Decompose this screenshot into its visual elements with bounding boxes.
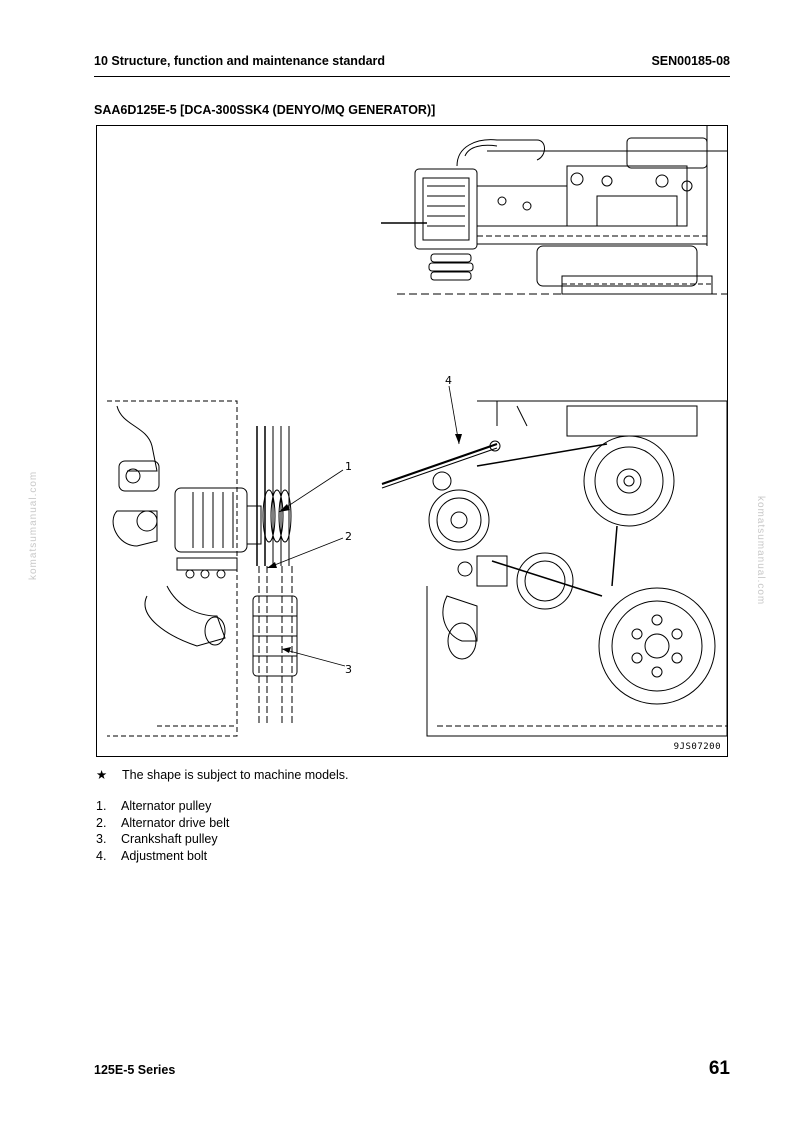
section-title: SAA6D125E-5 [DCA-300SSK4 (DENYO/MQ GENER… [94, 103, 436, 117]
watermark-right: komatsumanual.com [755, 496, 766, 606]
engine-figure: 1 2 3 4 9JS07200 [96, 125, 728, 757]
note: ★ The shape is subject to machine models. [96, 767, 349, 782]
list-item: 3. Crankshaft pulley [96, 831, 229, 848]
footer-series: 125E-5 Series [94, 1063, 176, 1077]
callout-2: 2 [345, 530, 352, 543]
top-view-drawing [381, 126, 727, 295]
callout-1: 1 [345, 460, 352, 473]
chapter-title: 10 Structure, function and maintenance s… [94, 54, 386, 68]
right-view-drawing [381, 400, 727, 737]
callout-4: 4 [445, 374, 452, 387]
figure-code: 9JS07200 [673, 742, 721, 752]
engine-drawing: 1 2 3 4 [107, 126, 727, 737]
callout-leaders [266, 385, 460, 667]
page-header: 10 Structure, function and maintenance s… [94, 54, 730, 77]
note-text: The shape is subject to machine models. [122, 768, 349, 782]
callout-arrowheads [267, 434, 462, 653]
callout-3: 3 [345, 663, 352, 676]
parts-list: 1. Alternator pulley 2. Alternator drive b… [96, 798, 229, 864]
item-number: 2. [96, 815, 107, 830]
left-view-drawing [107, 400, 298, 737]
item-label: Adjustment bolt [121, 848, 208, 863]
item-label: Alternator drive belt [121, 815, 230, 830]
list-item: 1. Alternator pulley [96, 798, 229, 815]
page-number: 61 [708, 1058, 730, 1079]
item-number: 1. [96, 799, 107, 813]
document-number: SEN00185-08 [651, 54, 730, 68]
list-item: 2. Alternator drive belt [96, 815, 229, 832]
watermark-left: komatsumanual.com [28, 470, 39, 580]
item-label: Alternator pulley [121, 799, 212, 813]
item-number: 4. [96, 848, 107, 863]
item-label: Crankshaft pulley [121, 832, 218, 846]
item-number: 3. [96, 832, 107, 846]
list-item: 4. Adjustment bolt [96, 848, 229, 865]
star-icon: ★ [96, 768, 108, 782]
